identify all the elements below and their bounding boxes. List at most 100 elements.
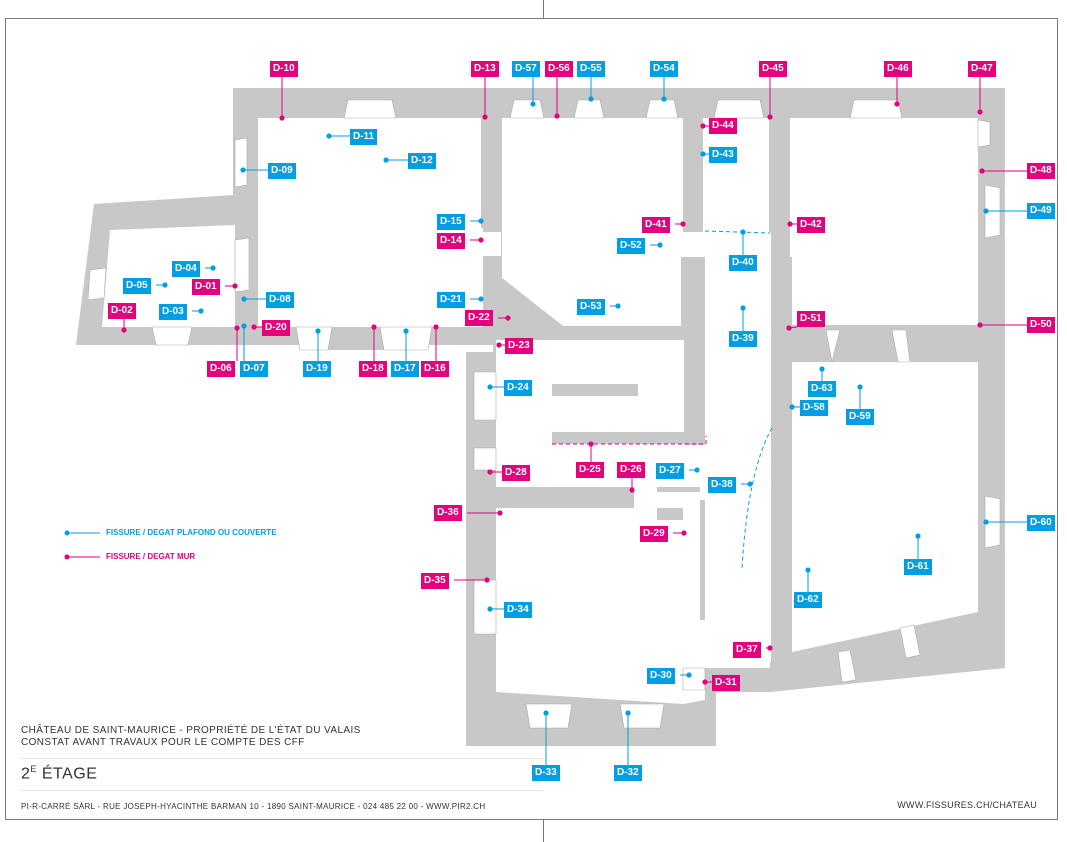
dot-d-21	[478, 296, 484, 302]
marker-label-d-46[interactable]: D-46	[884, 61, 912, 77]
marker-label-d-11[interactable]: D-11	[350, 129, 378, 145]
dot-d-26	[629, 487, 635, 493]
marker-label-d-19[interactable]: D-19	[303, 361, 331, 377]
marker-label-d-08[interactable]: D-08	[266, 292, 294, 308]
marker-label-d-37[interactable]: D-37	[733, 642, 761, 658]
marker-label-d-30[interactable]: D-30	[647, 668, 675, 684]
marker-label-d-60[interactable]: D-60	[1027, 515, 1055, 531]
dot-d-46	[894, 101, 900, 107]
dot-d-56	[554, 113, 560, 119]
dot-d-48	[979, 168, 985, 174]
marker-label-d-42[interactable]: D-42	[797, 217, 825, 233]
dot-d-31	[702, 679, 708, 685]
marker-label-d-28[interactable]: D-28	[502, 465, 530, 481]
dot-d-37	[767, 645, 773, 651]
marker-label-d-18[interactable]: D-18	[359, 361, 387, 377]
floor-word: ÉTAGE	[36, 765, 98, 783]
marker-label-d-07[interactable]: D-07	[240, 361, 268, 377]
dot-d-16	[433, 324, 439, 330]
marker-label-d-63[interactable]: D-63	[808, 381, 836, 397]
marker-label-d-44[interactable]: D-44	[709, 118, 737, 134]
legend-wall-dot	[64, 554, 70, 560]
marker-label-d-52[interactable]: D-52	[617, 238, 645, 254]
dot-d-06	[234, 325, 240, 331]
dot-d-23	[496, 342, 502, 348]
marker-label-d-61[interactable]: D-61	[904, 559, 932, 575]
dot-d-17	[403, 328, 409, 334]
marker-label-d-12[interactable]: D-12	[408, 153, 436, 169]
marker-label-d-39[interactable]: D-39	[729, 331, 757, 347]
marker-label-d-62[interactable]: D-62	[794, 592, 822, 608]
dot-d-34	[487, 606, 493, 612]
marker-label-d-29[interactable]: D-29	[640, 526, 668, 542]
marker-label-d-48[interactable]: D-48	[1027, 163, 1055, 179]
legend	[64, 530, 100, 560]
dot-d-39	[740, 305, 746, 311]
dot-d-13	[482, 114, 488, 120]
marker-label-d-03[interactable]: D-03	[159, 304, 187, 320]
marker-label-d-56[interactable]: D-56	[545, 61, 573, 77]
dot-d-59	[857, 384, 863, 390]
dot-d-52	[657, 242, 663, 248]
dot-d-29	[681, 530, 687, 536]
drawing-frame	[5, 18, 1058, 820]
marker-label-d-31[interactable]: D-31	[712, 675, 740, 691]
dot-d-55	[588, 96, 594, 102]
dot-d-27	[694, 467, 700, 473]
dot-d-01	[232, 283, 238, 289]
marker-label-d-36[interactable]: D-36	[434, 505, 462, 521]
marker-label-d-24[interactable]: D-24	[504, 380, 532, 396]
dot-d-40	[740, 229, 746, 235]
marker-label-d-04[interactable]: D-04	[172, 261, 200, 277]
marker-label-d-32[interactable]: D-32	[614, 765, 642, 781]
marker-label-d-49[interactable]: D-49	[1027, 203, 1055, 219]
legend-ceiling-dot	[64, 530, 70, 536]
floor-number: 2	[21, 765, 31, 783]
marker-label-d-33[interactable]: D-33	[532, 765, 560, 781]
dot-d-47	[977, 109, 983, 115]
marker-label-d-53[interactable]: D-53	[577, 299, 605, 315]
marker-label-d-25[interactable]: D-25	[576, 462, 604, 478]
marker-label-d-40[interactable]: D-40	[729, 255, 757, 271]
marker-label-d-16[interactable]: D-16	[421, 361, 449, 377]
marker-label-d-58[interactable]: D-58	[800, 400, 828, 416]
marker-label-d-02[interactable]: D-02	[108, 303, 136, 319]
dot-d-33	[543, 710, 549, 716]
dot-d-45	[767, 114, 773, 120]
marker-label-d-06[interactable]: D-06	[207, 361, 235, 377]
dot-d-53	[615, 303, 621, 309]
marker-label-d-17[interactable]: D-17	[391, 361, 419, 377]
marker-label-d-59[interactable]: D-59	[846, 409, 874, 425]
marker-label-d-10[interactable]: D-10	[270, 61, 298, 77]
marker-label-d-47[interactable]: D-47	[968, 61, 996, 77]
marker-label-d-26[interactable]: D-26	[617, 462, 645, 478]
marker-label-d-51[interactable]: D-51	[797, 311, 825, 327]
marker-label-d-23[interactable]: D-23	[505, 338, 533, 354]
marker-label-d-54[interactable]: D-54	[650, 61, 678, 77]
marker-label-d-43[interactable]: D-43	[709, 147, 737, 163]
marker-label-d-45[interactable]: D-45	[759, 61, 787, 77]
marker-label-d-15[interactable]: D-15	[437, 214, 465, 230]
dot-d-24	[487, 384, 493, 390]
marker-label-d-57[interactable]: D-57	[512, 61, 540, 77]
marker-label-d-05[interactable]: D-05	[123, 278, 151, 294]
marker-label-d-13[interactable]: D-13	[471, 61, 499, 77]
dot-d-25	[588, 441, 594, 447]
dot-d-10	[279, 115, 285, 121]
marker-label-d-20[interactable]: D-20	[262, 320, 290, 336]
marker-label-d-22[interactable]: D-22	[465, 310, 493, 326]
marker-label-d-01[interactable]: D-01	[192, 279, 220, 295]
marker-label-d-55[interactable]: D-55	[577, 61, 605, 77]
marker-label-d-38[interactable]: D-38	[708, 477, 736, 493]
marker-label-d-34[interactable]: D-34	[504, 602, 532, 618]
marker-label-d-21[interactable]: D-21	[437, 292, 465, 308]
dot-d-20	[251, 324, 257, 330]
marker-label-d-50[interactable]: D-50	[1027, 317, 1055, 333]
marker-label-d-27[interactable]: D-27	[656, 463, 684, 479]
marker-label-d-09[interactable]: D-09	[268, 163, 296, 179]
marker-label-d-41[interactable]: D-41	[642, 217, 670, 233]
dot-d-60	[983, 519, 989, 525]
marker-label-d-14[interactable]: D-14	[437, 233, 465, 249]
marker-label-d-35[interactable]: D-35	[421, 573, 449, 589]
dot-d-63	[819, 366, 825, 372]
